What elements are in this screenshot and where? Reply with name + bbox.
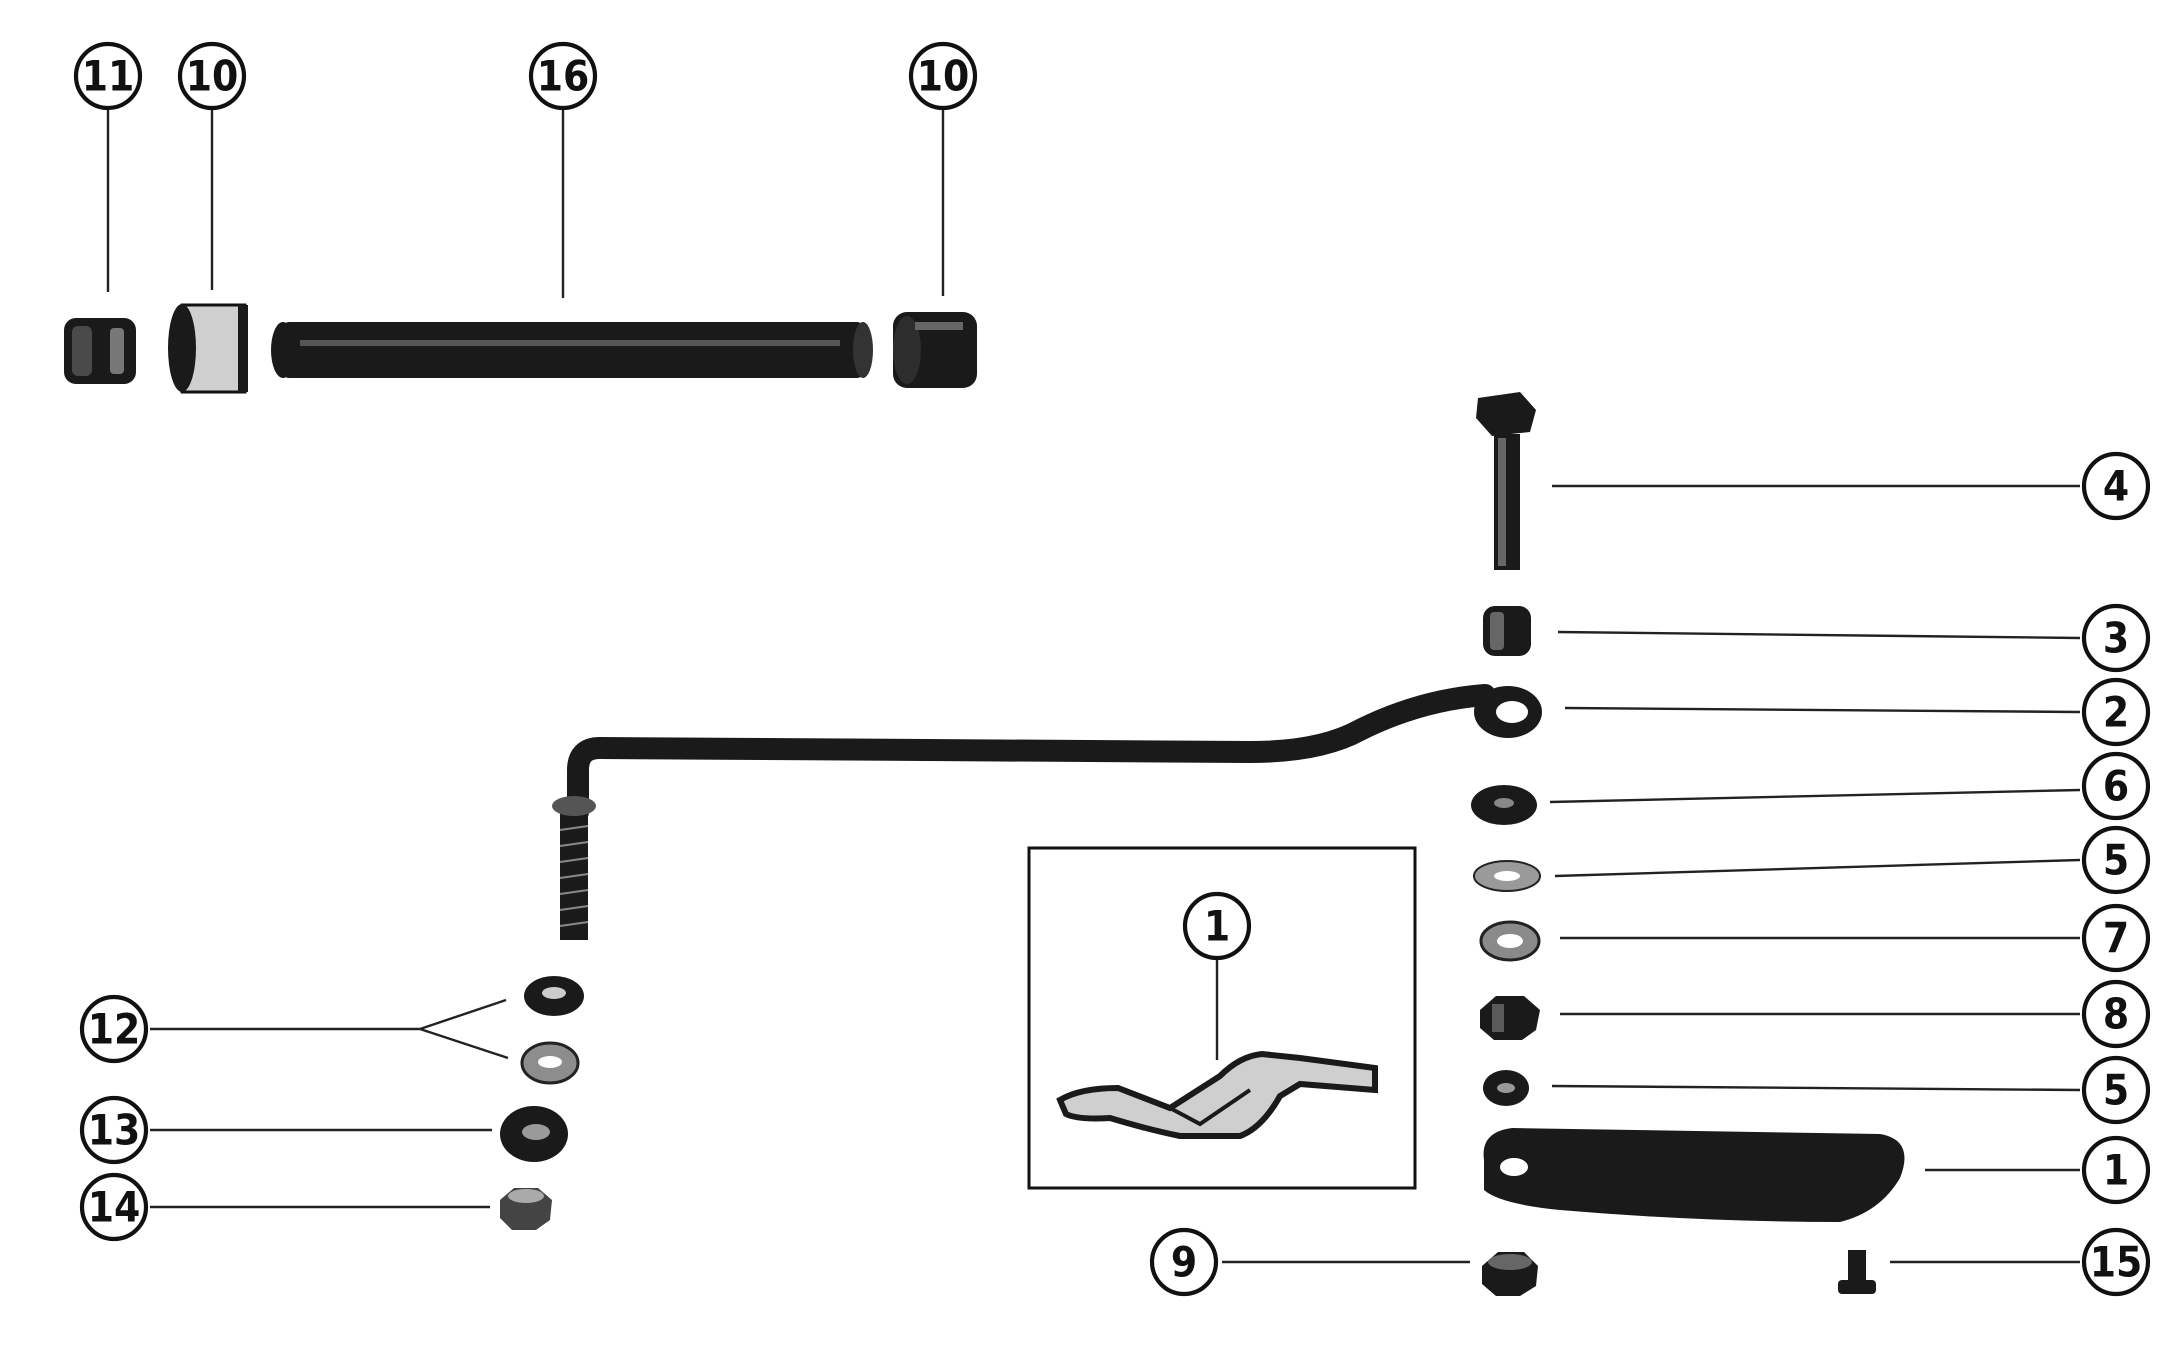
callout-12: 12 (79, 994, 149, 1064)
callout-1-lever: 1 (2081, 1135, 2151, 1205)
callout-9: 9 (1149, 1227, 1219, 1297)
leader-5-upper (1554, 858, 2081, 878)
inset-detail-box (1027, 846, 1417, 1190)
callout-14-label: 14 (88, 1183, 141, 1232)
callout-8: 8 (2081, 979, 2151, 1049)
callout-14: 14 (79, 1172, 149, 1242)
callout-12-label: 12 (88, 1005, 141, 1054)
callout-16: 16 (528, 41, 598, 111)
part-9-nut (1482, 1252, 1538, 1296)
callout-1-inset-label: 1 (1204, 902, 1230, 951)
callout-10-right: 10 (908, 41, 978, 111)
callout-13-label: 13 (88, 1106, 141, 1155)
part-10-sleeve-left (168, 303, 248, 394)
callout-15: 15 (2081, 1227, 2151, 1297)
callout-1-lever-label: 1 (2103, 1146, 2129, 1195)
leader-lines (106, 110, 2081, 1264)
part-1-lever-plate (1483, 1128, 1905, 1222)
callout-7: 7 (2081, 903, 2151, 973)
callout-7-label: 7 (2103, 914, 2129, 963)
part-5-washer-upper (1473, 860, 1541, 892)
callout-10-right-label: 10 (917, 52, 970, 101)
callout-10-left-label: 10 (186, 52, 239, 101)
callout-5-upper-label: 5 (2103, 836, 2129, 885)
callout-6-label: 6 (2103, 762, 2129, 811)
callout-3-label: 3 (2103, 614, 2129, 663)
callout-9-label: 9 (1171, 1238, 1197, 1287)
part-1-bracket (1056, 1050, 1378, 1139)
callout-8-label: 8 (2103, 990, 2129, 1039)
part-5-washer-lower (1483, 1070, 1529, 1106)
callout-4-label: 4 (2103, 462, 2129, 511)
callout-3: 3 (2081, 603, 2151, 673)
part-7-lock-washer (1479, 920, 1541, 962)
callout-2-label: 2 (2103, 688, 2129, 737)
part-11-bushing (64, 318, 136, 384)
callout-5-upper: 5 (2081, 825, 2151, 895)
part-2-link-rod (552, 684, 1542, 940)
leader-12 (150, 998, 509, 1060)
part-15-screw (1838, 1250, 1876, 1294)
part-6-washer (1471, 785, 1537, 825)
callout-1-inset: 1 (1182, 891, 1252, 961)
leader-6 (1549, 788, 2081, 804)
callouts: 11 10 16 10 4 3 2 6 (73, 41, 2151, 1297)
part-16-tube (271, 322, 873, 378)
callout-2: 2 (2081, 677, 2151, 747)
leader-5-lower (1551, 1084, 2081, 1092)
callout-13: 13 (79, 1095, 149, 1165)
callout-15-label: 15 (2090, 1238, 2143, 1287)
part-10-bushing-right (893, 312, 977, 388)
callout-16-label: 16 (537, 52, 590, 101)
part-13-grommet (500, 1106, 568, 1162)
callout-4: 4 (2081, 451, 2151, 521)
part-4-bolt (1476, 392, 1536, 570)
part-14-nut (500, 1188, 552, 1230)
leader-2 (1564, 706, 2081, 714)
callout-11-label: 11 (82, 52, 135, 101)
part-12-washers (520, 976, 584, 1085)
callout-11: 11 (73, 41, 143, 111)
part-8-hex-nut (1480, 996, 1540, 1040)
leader-3 (1557, 630, 2081, 640)
callout-6: 6 (2081, 751, 2151, 821)
callout-5-lower-label: 5 (2103, 1066, 2129, 1115)
callout-5-lower: 5 (2081, 1055, 2151, 1125)
callout-10-left: 10 (177, 41, 247, 111)
part-3-spacer (1483, 606, 1531, 656)
